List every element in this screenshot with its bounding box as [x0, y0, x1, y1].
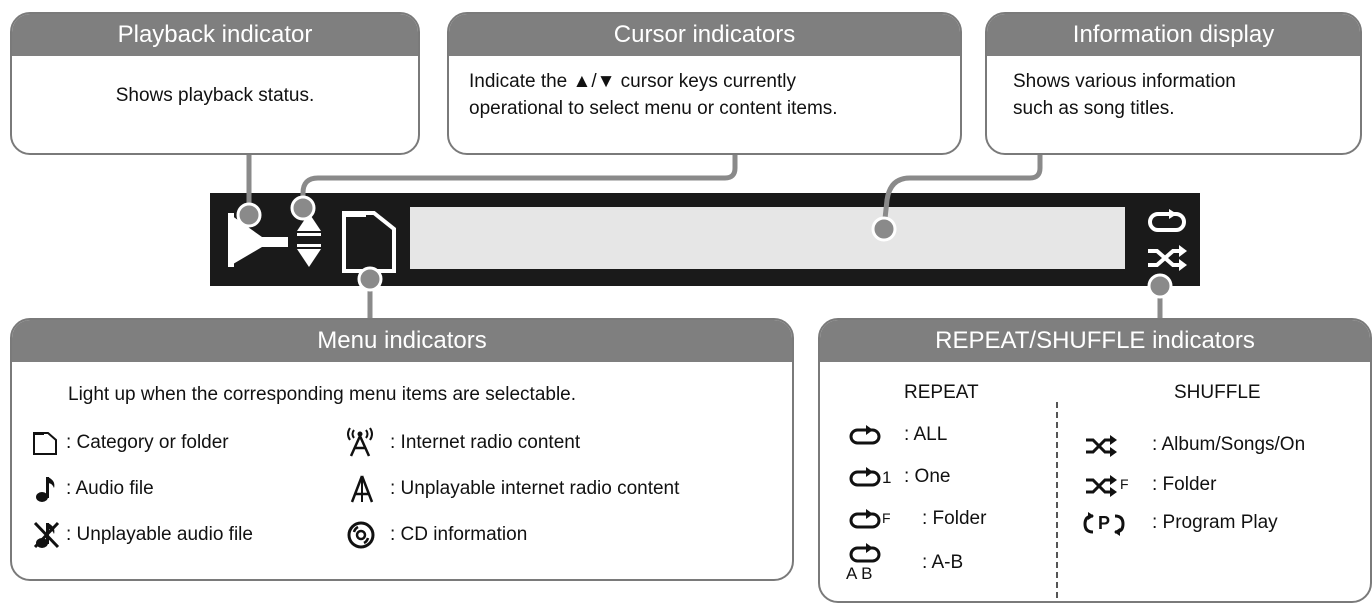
repeat-shuffle-callout: REPEAT/SHUFFLE indicators REPEAT SHUFFLE… — [818, 318, 1372, 603]
note-icon — [36, 477, 55, 502]
radio-tower-icon — [347, 427, 373, 457]
column-divider — [1056, 402, 1058, 598]
menu-item-label: : Audio file — [66, 478, 154, 499]
info-desc-line1: Shows various information — [1013, 71, 1236, 92]
cursor-desc-line1: Indicate the ▲/▼ cursor keys currently — [469, 71, 796, 92]
information-display-desc: Shows various information such as song t… — [987, 56, 1360, 122]
menu-item-label: : Category or folder — [66, 432, 229, 453]
repeat-folder-suffix: F — [882, 510, 891, 526]
repeat-display-icon — [1148, 209, 1186, 232]
shuffle-heading: SHUFFLE — [1174, 382, 1261, 403]
shuffle-on-label: : Album/Songs/On — [1152, 434, 1306, 455]
tower-icon — [350, 475, 374, 503]
playback-indicator-callout: Playback indicator Shows playback status… — [10, 12, 420, 155]
shuffle-display-icon — [1148, 245, 1187, 271]
repeat-folder-label: : Folder — [922, 508, 987, 529]
repeat-ab-icon — [849, 543, 881, 563]
folder-icon — [342, 211, 396, 273]
information-screen — [410, 207, 1125, 269]
menu-item-label: : Unplayable internet radio content — [390, 478, 680, 499]
program-play-icon — [1114, 514, 1125, 536]
repeat-all-label: : ALL — [904, 424, 948, 445]
menu-indicators-callout: Menu indicators Light up when the corres… — [10, 318, 794, 581]
program-play-suffix: P — [1098, 513, 1111, 533]
program-play-label: : Program Play — [1152, 512, 1278, 533]
info-desc-line2: such as song titles. — [1013, 98, 1175, 119]
menu-indicators-title: Menu indicators — [12, 320, 792, 362]
menu-item-label: : CD information — [390, 524, 528, 545]
cursor-indicators-title: Cursor indicators — [449, 14, 960, 56]
disc-icon — [347, 521, 375, 549]
repeat-shuffle-title: REPEAT/SHUFFLE indicators — [820, 320, 1370, 362]
information-display-callout: Information display Shows various inform… — [985, 12, 1362, 155]
playback-indicator-title: Playback indicator — [12, 14, 418, 56]
shuffle-folder-icon — [1086, 475, 1117, 497]
playback-arrow-icon — [228, 213, 288, 267]
cursor-indicators-desc: Indicate the ▲/▼ cursor keys currently o… — [449, 56, 960, 122]
shuffle-icon — [1086, 435, 1117, 457]
menu-item-label: : Internet radio content — [390, 432, 581, 453]
cursor-desc-line2: operational to select menu or content it… — [469, 98, 838, 119]
repeat-ab-suffix: A B — [846, 564, 873, 583]
menu-item-label: : Unplayable audio file — [66, 524, 253, 545]
repeat-one-suffix: 1 — [882, 468, 892, 487]
playback-indicator-desc: Shows playback status. — [115, 85, 315, 106]
repeat-ab-label: : A-B — [922, 552, 964, 573]
menu-indicators-intro: Light up when the corresponding menu ite… — [68, 384, 577, 405]
repeat-icon — [849, 425, 881, 445]
shuffle-folder-suffix: F — [1120, 476, 1129, 492]
repeat-one-label: : One — [904, 466, 951, 487]
shuffle-folder-label: : Folder — [1152, 474, 1217, 495]
crossed-note-icon — [33, 521, 60, 549]
cursor-indicators-callout: Cursor indicators Indicate the ▲/▼ curso… — [447, 12, 962, 155]
repeat-heading: REPEAT — [904, 382, 979, 403]
repeat-folder-icon — [849, 509, 881, 529]
folder-icon — [33, 432, 57, 455]
cursor-arrows-icon — [297, 213, 321, 267]
repeat-one-icon — [849, 467, 881, 487]
program-play-icon — [1083, 512, 1094, 534]
information-display-title: Information display — [987, 14, 1360, 56]
